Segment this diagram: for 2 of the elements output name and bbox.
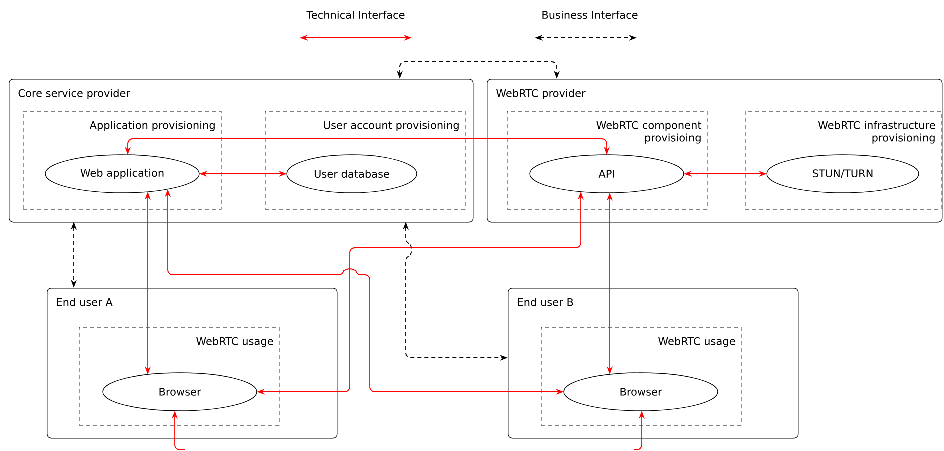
legend-label: Business Interface [542,10,638,20]
legend-label: Technical Interface [306,10,405,20]
